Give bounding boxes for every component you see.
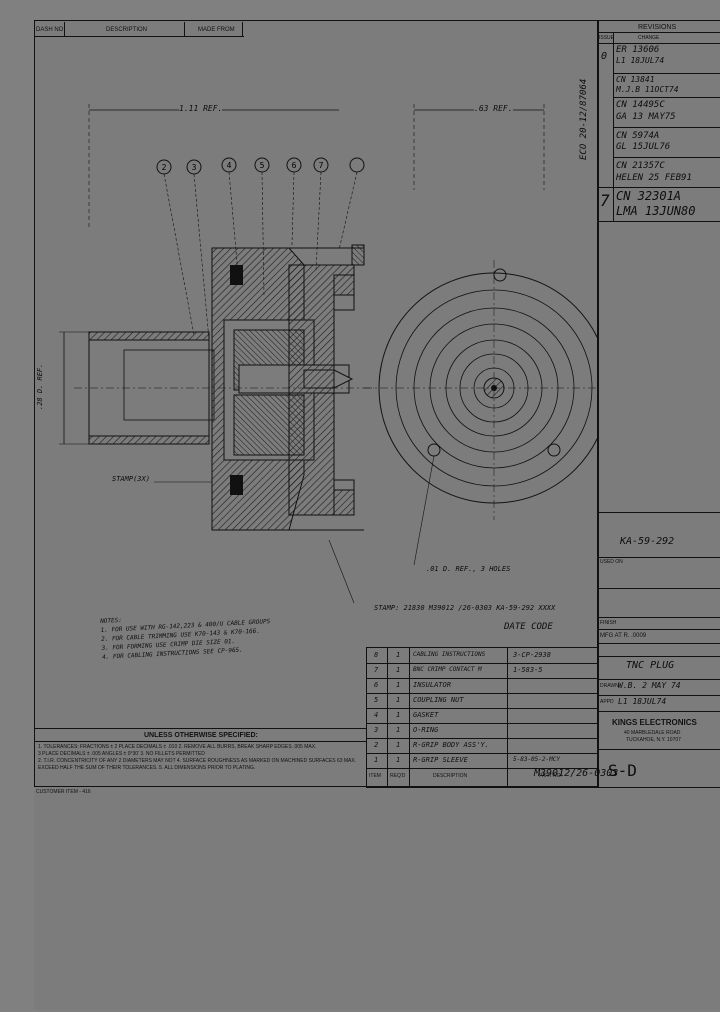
revision-2-line1: CN 14495C <box>616 100 665 110</box>
revision-0-line2: L1 18JUL74 <box>616 56 665 65</box>
callout-7 <box>349 157 365 173</box>
drawing-border <box>34 20 599 787</box>
header-row: DASH NO DESCRIPTION MADE FROM <box>34 22 244 37</box>
drawing-sheet: DASH NO DESCRIPTION MADE FROM REVISIONS … <box>34 20 720 1010</box>
tb-mfg: MFG AT R. .0009 <box>600 633 647 639</box>
tolerance-line-4: EXCEED HALF THE SUM OF THEIR TOLERANCES.… <box>38 765 256 771</box>
bom-row-8-reqd: 1 <box>396 651 401 659</box>
bom-row-1-part: 5-83-05-2-MCY <box>513 756 560 763</box>
bom-row-5-item: 5 <box>374 696 379 704</box>
revision-4-line1: CN 21357C <box>616 161 665 171</box>
callout-group: 2 3 4 5 6 7 <box>156 157 365 341</box>
revision-4-line2: HELEN 25 FEB91 <box>616 173 692 183</box>
bom-row-7-part: 1-583-5 <box>513 666 543 674</box>
tolerance-line-3: 2. T.I.R. CONCENTRICITY OF ANY 2 DIAMETE… <box>38 758 357 764</box>
tb-drawn-label: DRAWN <box>600 683 619 689</box>
bom-table: 8 1 CABLING INSTRUCTIONS 3-CP-2938 7 1 B… <box>366 647 599 788</box>
tb-title: TNC PLUG <box>626 660 675 671</box>
bom-row-5-desc: COUPLING NUT <box>413 696 464 704</box>
bom-row-6-desc: INSULATOR <box>413 681 451 689</box>
header-description: DESCRIPTION <box>106 27 148 33</box>
tb-finish: FINISH <box>600 620 617 626</box>
revision-0-issue: 0 <box>601 51 608 62</box>
bom-row-7-reqd: 1 <box>396 666 401 674</box>
dim-holes: .01 D. REF., 3 HOLES <box>426 565 511 573</box>
right-column <box>597 220 720 512</box>
bom-row-4-desc: GASKET <box>413 711 439 719</box>
bom-row-1-item: 1 <box>374 756 379 764</box>
tb-used-on: USED ON <box>600 559 623 565</box>
section-view <box>74 244 374 531</box>
tb-drawn: W.B. 2 MAY 74 <box>618 681 681 690</box>
bom-header-description: DESCRIPTION <box>433 773 468 779</box>
tolerances-title: UNLESS OTHERWISE SPECIFIED: <box>144 732 258 739</box>
tolerances-footer: CUSTOMER ITEM - 416 <box>36 789 91 795</box>
bom-row-4-reqd: 1 <box>396 711 401 719</box>
bom-row-7-item: 7 <box>374 666 379 674</box>
revision-0-line1: ER 13606 <box>616 45 660 55</box>
bom-row-4-item: 4 <box>374 711 379 719</box>
tolerances-block: UNLESS OTHERWISE SPECIFIED: 1. TOLERANCE… <box>34 728 367 787</box>
bom-row-2-desc: R-GRIP BODY ASS'Y. <box>413 741 489 749</box>
tb-appd: L1 18JUL74 <box>618 697 667 706</box>
revision-5-issue: 7 <box>600 191 610 210</box>
tb-address1: 40 MARBLEDALE ROAD <box>624 730 681 736</box>
connector-drawing: 2 3 4 5 6 7 <box>59 104 597 604</box>
bom-row-6-reqd: 1 <box>396 681 401 689</box>
tolerance-line-1: 1. TOLERANCES: FRACTIONS ± 2 PLACE DECIM… <box>38 744 317 750</box>
revision-3-line1: CN 5974A <box>616 131 660 141</box>
tb-appd-label: APPD <box>600 699 614 705</box>
end-view <box>364 260 597 566</box>
tb-part-no: KA-59-292 <box>620 536 675 547</box>
stamp-text: STAMP: 21830 M39012 /26-0303 KA-59-292 X… <box>374 604 556 612</box>
tb-size: S-D <box>608 761 637 780</box>
revision-1-line1: CN 13841 <box>616 75 655 84</box>
dim-small: .63 REF. <box>474 104 513 113</box>
stamp-label: STAMP(3X) <box>112 475 150 483</box>
bom-row-3-reqd: 1 <box>396 726 401 734</box>
callout-label: 5 <box>260 161 265 170</box>
revisions-col-issue: ISSUE <box>599 35 615 41</box>
header-made-from: MADE FROM <box>198 27 235 33</box>
revisions-col-change: CHANGE <box>638 35 660 41</box>
callout-label: 4 <box>227 161 232 170</box>
title-block: KA-59-292 USED ON FINISH MFG AT R. .0009… <box>597 512 720 788</box>
bom-row-3-item: 3 <box>374 726 379 734</box>
bom-header-part-no: PART NO. <box>539 773 563 779</box>
bom-header-reqd: REQ'D <box>390 773 406 779</box>
revision-2-line2: GA 13 MAY75 <box>616 112 676 122</box>
callout-label: 7 <box>319 161 324 170</box>
bom-row-8-item: 8 <box>374 651 379 659</box>
revision-5-line2: LMA 13JUN80 <box>616 204 696 218</box>
bom-row-8-desc: CABLING INSTRUCTIONS <box>413 651 486 658</box>
dim-length: 1.11 REF. <box>179 104 223 113</box>
bom-row-3-desc: O-RING <box>413 726 439 734</box>
tb-company: KINGS ELECTRONICS <box>612 718 697 727</box>
bom-row-8-part: 3-CP-2938 <box>513 651 551 659</box>
revision-3-line2: GL 15JUL76 <box>616 142 671 152</box>
callout-label: 6 <box>292 161 297 170</box>
bom-row-1-desc: R-GRIP SLEEVE <box>413 756 468 764</box>
bom-row-5-reqd: 1 <box>396 696 401 704</box>
revision-5-line1: CN 32301A <box>616 189 682 203</box>
callout-label: 2 <box>162 163 167 172</box>
bom-row-6-item: 6 <box>374 681 379 689</box>
dim-diameter: .28 D. REF. <box>36 363 44 410</box>
bom-row-2-reqd: 1 <box>396 741 401 749</box>
bom-header-item: ITEM <box>369 773 381 779</box>
tb-address2: TUCKAHOE, N.Y. 10707 <box>626 737 681 743</box>
drawing-number: M39012/26-0303 <box>534 768 619 779</box>
bom-row-7-desc: BNC CRIMP CONTACT M <box>413 666 482 673</box>
revisions-title: REVISIONS <box>638 24 677 31</box>
revision-1-line2: M.J.B 11OCT74 <box>616 85 679 94</box>
tolerance-line-2: 3 PLACE DECIMALS ± .005 ANGLES ± 0°30' 3… <box>38 751 205 757</box>
revisions-block: REVISIONS ISSUE CHANGE 0 ER 13606 L1 18J… <box>597 20 720 222</box>
bom-row-1-reqd: 1 <box>396 756 401 764</box>
date-code: DATE CODE <box>504 622 553 632</box>
callout-label: 3 <box>192 163 197 172</box>
header-dash-no: DASH NO <box>36 27 64 33</box>
bom-row-2-item: 2 <box>374 741 379 749</box>
